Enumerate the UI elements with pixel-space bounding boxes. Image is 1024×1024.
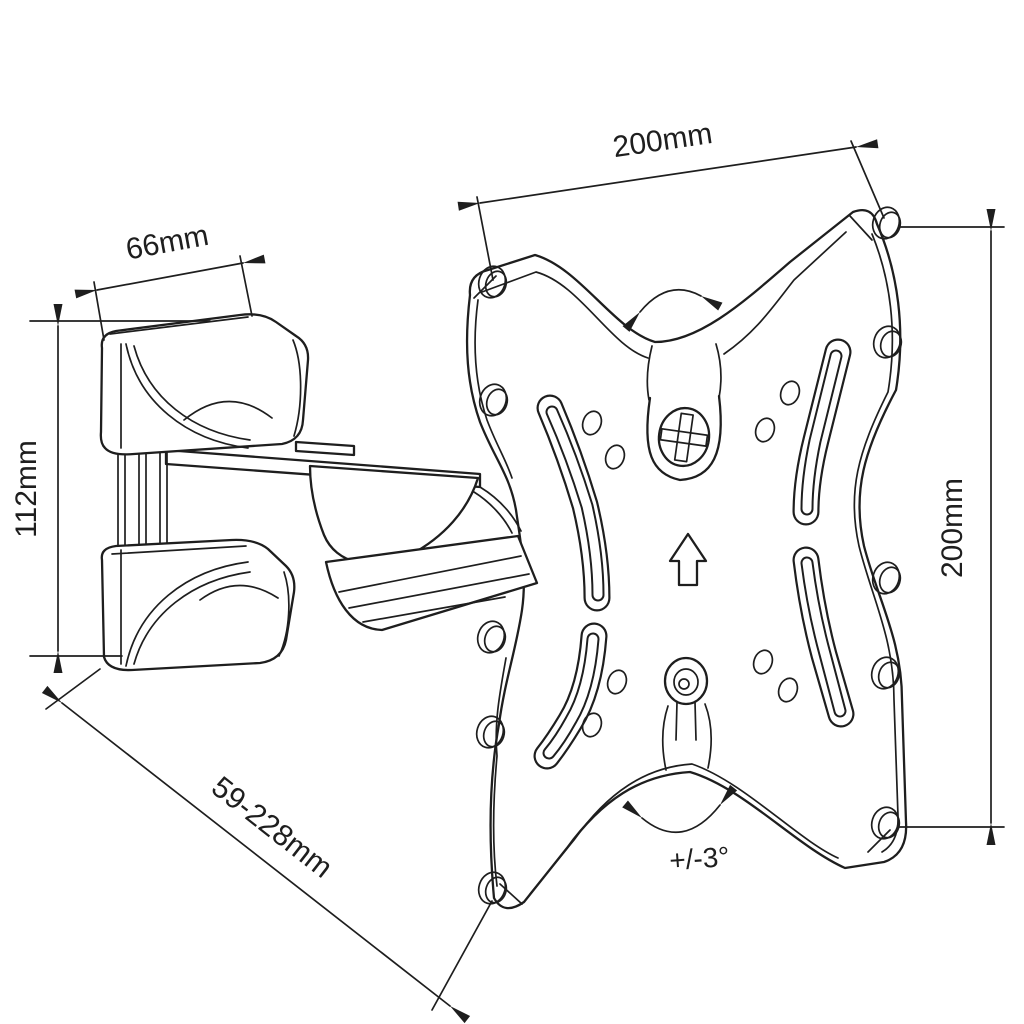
slot-lower-right (792, 546, 855, 728)
vesa-plate (465, 206, 908, 910)
bracket-upper-clamp-contours (109, 316, 302, 449)
dimension-label-top-width: 200mm (611, 117, 715, 164)
arm-hinge-tab (294, 440, 356, 457)
wall-bracket (99, 313, 310, 672)
arm-plate-connector (473, 486, 522, 534)
plate-inner-contour (473, 215, 899, 905)
slot-upper-left (536, 394, 611, 612)
articulated-arm (164, 440, 539, 632)
dimension-label-right-height: 200mm (936, 478, 969, 578)
up-arrow-icon (668, 532, 708, 587)
swivel-arrow-top-icon (622, 288, 723, 332)
dimension-clamp-height: 112mm (10, 304, 211, 673)
dimension-arm-extension: 59-228mm (41, 668, 493, 1024)
dimension-label-clamp-width: 66mm (123, 219, 211, 267)
slot-upper-right (792, 338, 852, 526)
bracket-upper-clamp (99, 313, 310, 456)
center-pilot-holes (581, 380, 801, 738)
bracket-lower-clamp-contours (111, 545, 290, 667)
dimensions: 200mm 200mm 66mm 112mm 59-228mm (10, 117, 1005, 1024)
vesa-slots (533, 338, 855, 770)
dimension-label-tilt-angle: +/-3° (668, 841, 730, 876)
top-locking-screw (646, 343, 722, 482)
phillips-screw-icon (657, 406, 711, 468)
tilt-arrow-bottom-icon (622, 784, 738, 834)
pivot-screw-icon (663, 656, 709, 706)
arm-lower-link-ribs (338, 555, 530, 623)
bracket-rails (117, 452, 168, 547)
slot-lower-left (533, 622, 608, 770)
plate-outline (465, 208, 908, 910)
arm-lower-link (324, 534, 539, 632)
bottom-pivot-screw (661, 656, 712, 771)
dimension-right-height: 200mm (898, 209, 1005, 845)
mounting-holes (475, 206, 903, 905)
dimension-label-clamp-height: 112mm (10, 440, 43, 538)
